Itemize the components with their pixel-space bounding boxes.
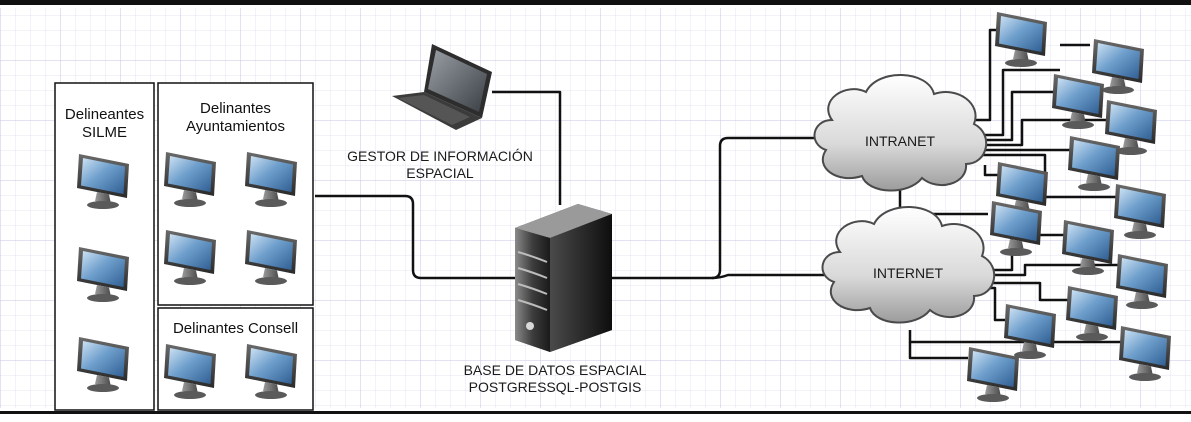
line-groups-to-db — [315, 194, 515, 280]
gestor-label: GESTOR DE INFORMACIÓN ESPACIAL — [347, 148, 533, 181]
group-title-silme: Delineantes SILME — [64, 106, 145, 141]
cloud-icon — [813, 74, 988, 192]
cloud-label-internet: INTERNET — [873, 265, 943, 281]
connections — [315, 28, 1122, 360]
cloud-label-intranet: INTRANET — [865, 133, 935, 149]
group-title-consell: Delinantes Consell — [172, 320, 299, 337]
top-rule — [0, 0, 1191, 5]
group-title-ayuntamientos: Delinantes Ayuntamientos — [186, 100, 285, 135]
line-db-to-internet — [711, 273, 835, 280]
laptop-icon — [392, 44, 492, 130]
server-icon — [515, 204, 612, 352]
cloud-icon — [821, 206, 996, 324]
bottom-rule — [0, 411, 1191, 414]
database-label: BASE DE DATOS ESPACIAL POSTGRESSQL-POSTG… — [463, 362, 647, 395]
line-laptop-to-db — [492, 90, 562, 205]
